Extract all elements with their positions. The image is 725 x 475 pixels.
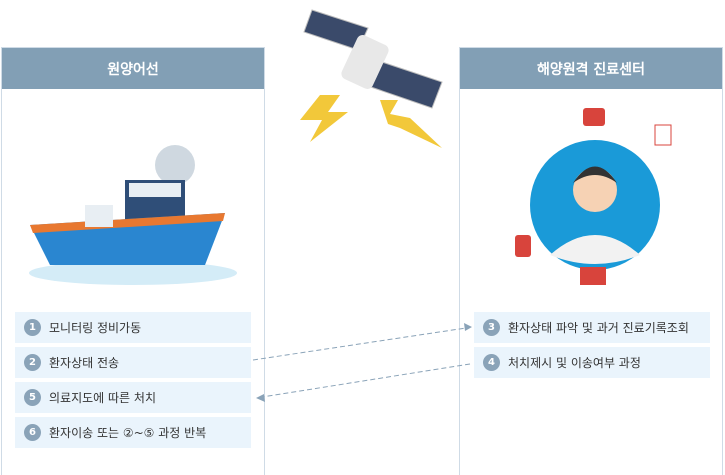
ship-panel: 원양어선 [1,47,265,475]
fishing-ship-illustration [29,145,237,285]
step-item: 6 환자이송 또는 ②~⑤ 과정 반복 [15,417,251,448]
step-label: 처치제시 및 이송여부 과정 [508,356,641,370]
step-label: 환자상태 파악 및 과거 진료기록조회 [508,321,689,335]
medical-center-panel: 해양원격 진료센터 [459,47,723,475]
step-number-badge: 1 [24,319,41,336]
step-item: 2 환자상태 전송 [15,347,251,378]
step-number-badge: 4 [483,354,500,371]
step-number-badge: 2 [24,354,41,371]
step-item: 3 환자상태 파악 및 과거 진료기록조회 [474,312,710,343]
step-number-badge: 5 [24,389,41,406]
arrow-head-left [256,394,265,402]
step-item: 5 의료지도에 따른 처치 [15,382,251,413]
step-label: 모니터링 정비가동 [49,321,142,335]
ship-panel-title: 원양어선 [2,48,264,89]
medical-center-panel-title: 해양원격 진료센터 [460,48,722,89]
doctor-illustration [515,108,672,285]
step-label: 의료지도에 따른 처치 [49,391,156,405]
step-label: 환자이송 또는 ②~⑤ 과정 반복 [49,426,207,440]
step-item: 4 처치제시 및 이송여부 과정 [474,347,710,378]
satellite-icon [300,9,443,148]
step-number-badge: 3 [483,319,500,336]
step-label: 환자상태 전송 [49,356,120,370]
arrow-to-ship [261,363,471,398]
arrow-head-right [464,323,472,331]
step-item: 1 모니터링 정비가동 [15,312,251,343]
arrow-to-center [252,327,467,361]
step-number-badge: 6 [24,424,41,441]
